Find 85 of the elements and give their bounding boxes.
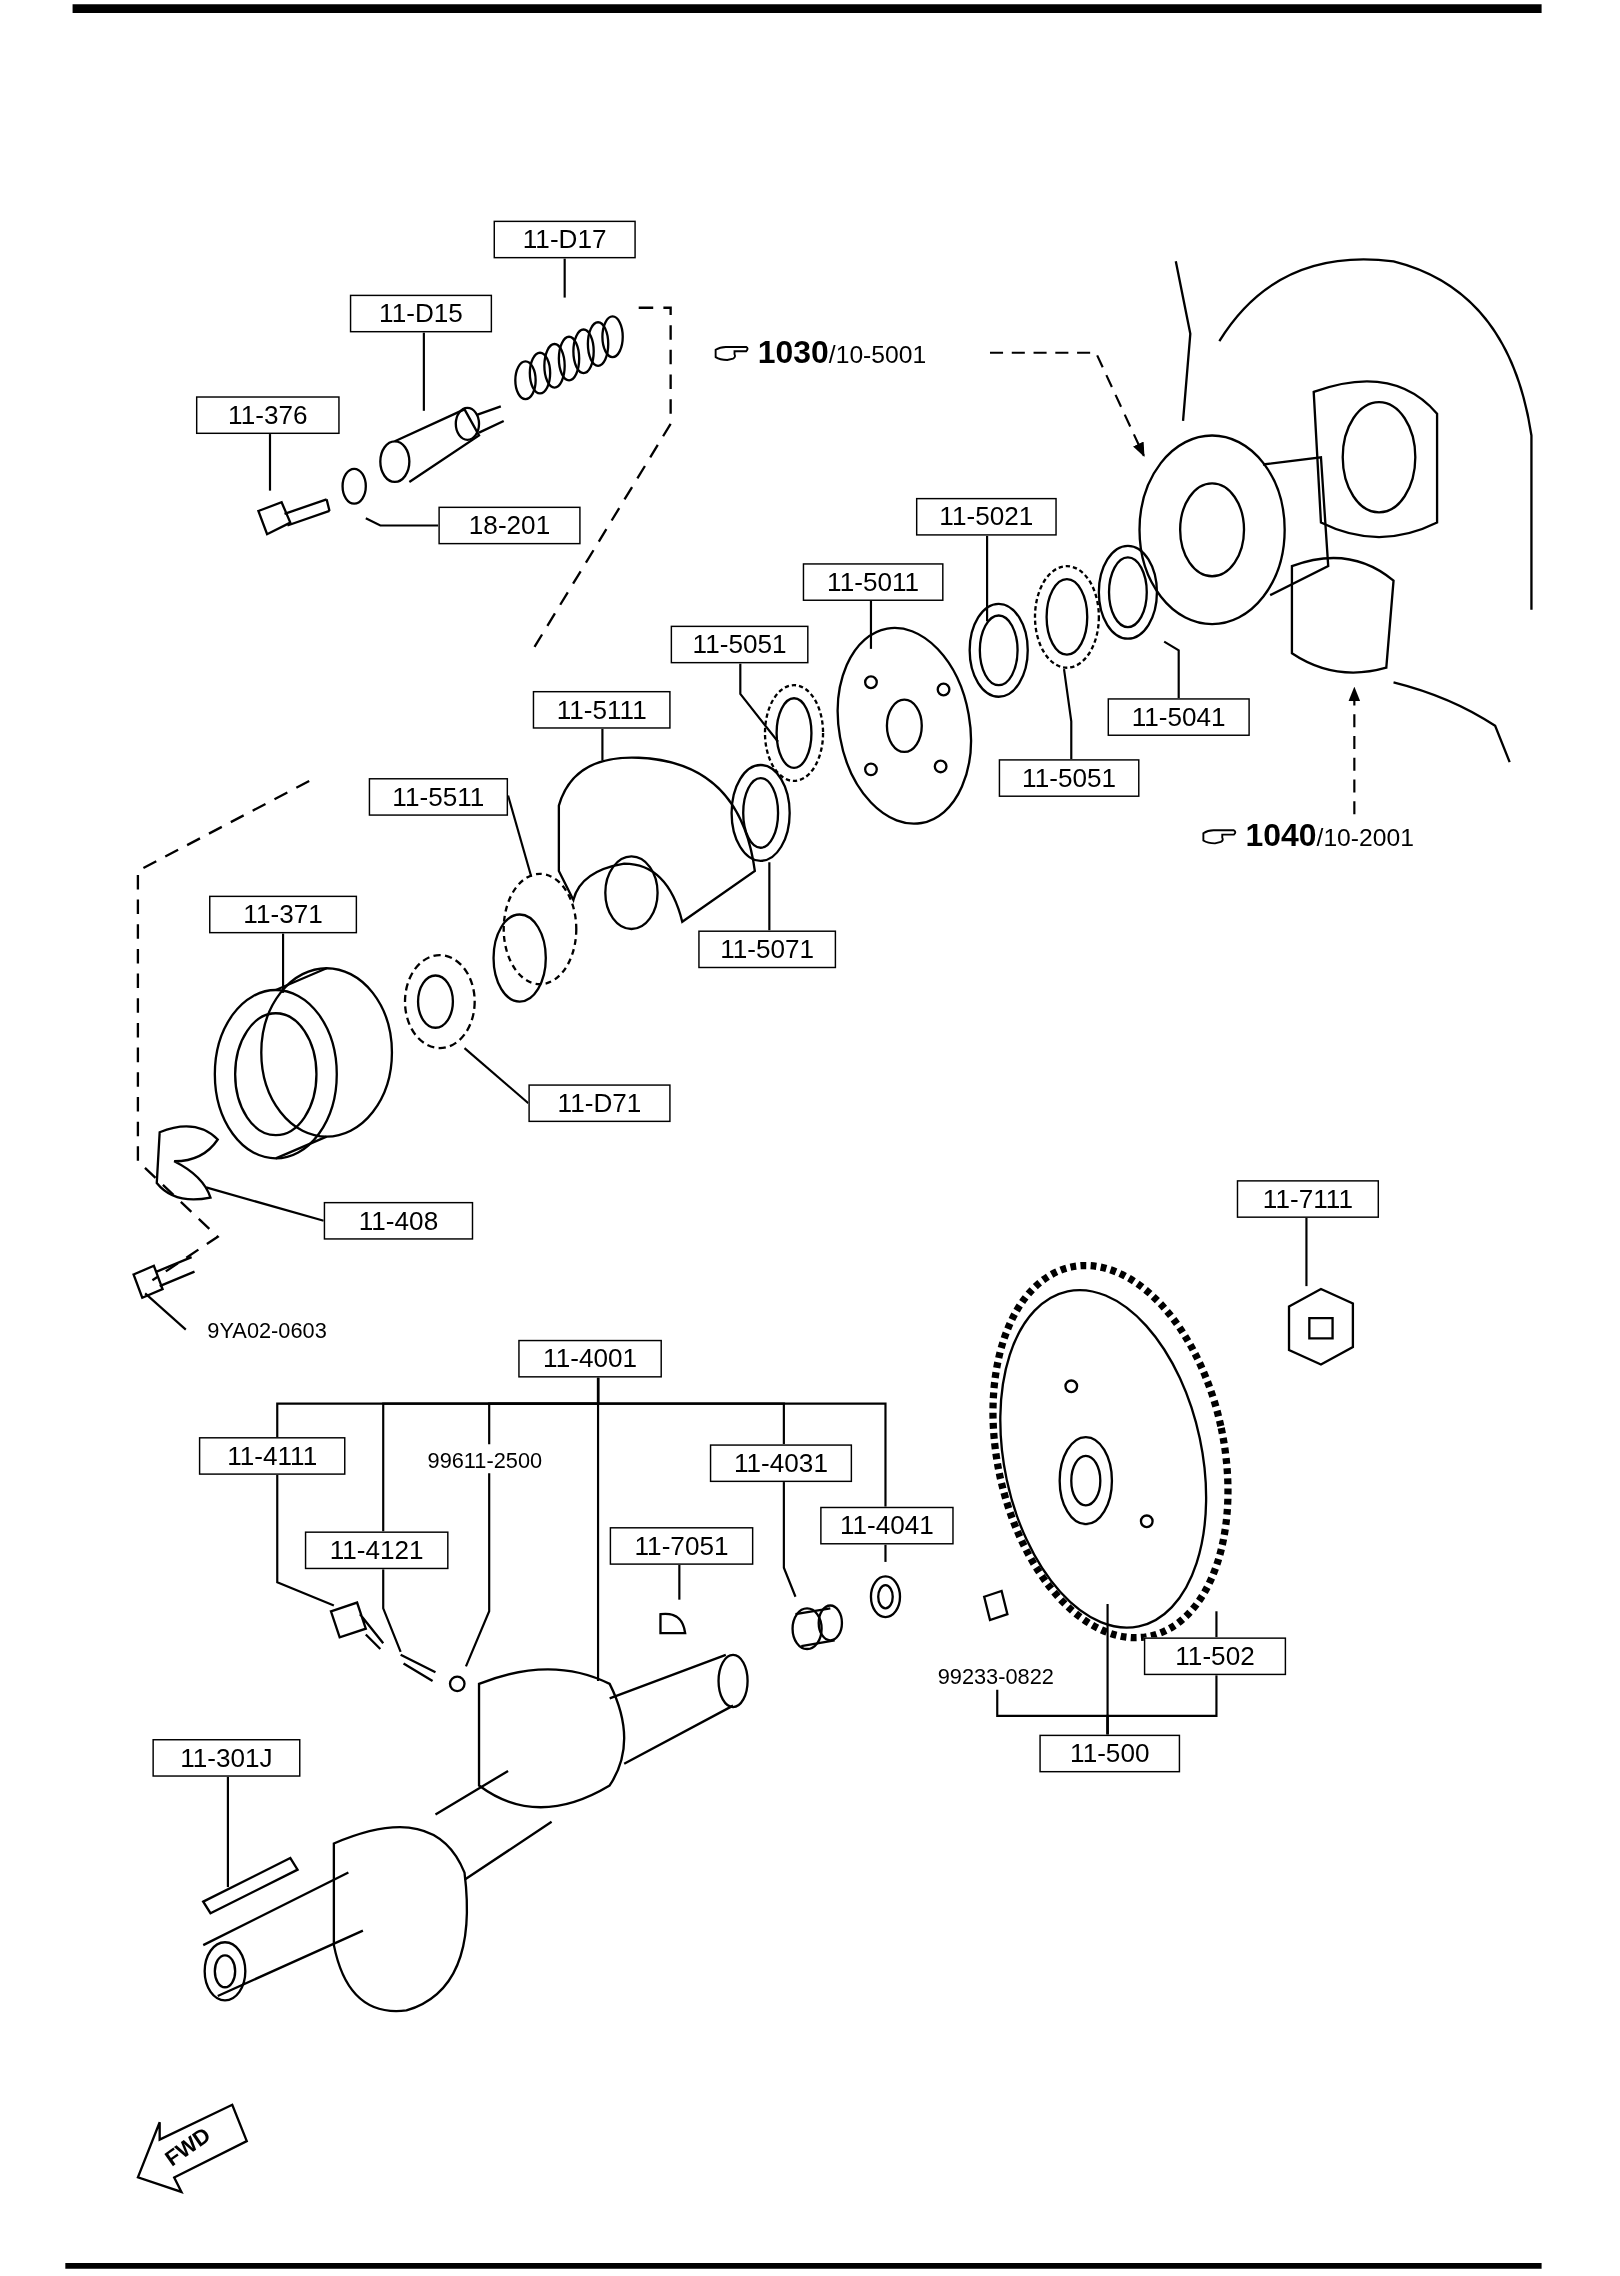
part-number: 11-D71 <box>557 1087 642 1119</box>
leader-line <box>1163 640 1180 699</box>
leader-line <box>226 1776 229 1888</box>
part-number-box <box>368 778 509 816</box>
direction-label: FWD <box>160 2121 215 2171</box>
part-number-box <box>195 396 340 435</box>
leader-line <box>1106 1604 1109 1735</box>
leader-line <box>422 332 425 411</box>
part-number: 99233-0822 <box>937 1662 1054 1688</box>
part-number-box <box>493 220 636 259</box>
leader-line <box>768 862 771 931</box>
leader-line <box>1305 1217 1308 1287</box>
part-number: 11-4121 <box>329 1535 424 1566</box>
leader-line <box>869 600 873 649</box>
part-number: 11-7051 <box>634 1530 729 1562</box>
leader-line <box>144 1292 187 1331</box>
reference-arrow <box>1348 686 1361 815</box>
part-number: 9YA02-0603 <box>207 1317 327 1342</box>
leader-line <box>986 535 989 622</box>
leader-line <box>463 1047 530 1105</box>
leader-line <box>382 1569 402 1653</box>
reference-arrow <box>990 351 1145 458</box>
part-number: 11-5511 <box>392 781 485 813</box>
leader-line <box>782 1482 797 1598</box>
part-number-box <box>349 294 493 333</box>
part-number-box <box>609 1527 754 1565</box>
part-number: 11-500 <box>1070 1738 1150 1769</box>
part-number-box <box>709 1444 853 1483</box>
part-number-box <box>915 497 1057 536</box>
leader-line <box>563 258 566 298</box>
part-number-box <box>670 625 809 664</box>
part-number: 11-371 <box>243 899 323 930</box>
part-number: 11-7111 <box>1262 1183 1353 1215</box>
leader-line <box>268 434 272 491</box>
part-number-box <box>209 895 358 934</box>
leader-line <box>205 1186 324 1222</box>
part-number: 11-5021 <box>939 501 1034 532</box>
part-number: 11-D17 <box>522 224 607 255</box>
part-number: 11-5051 <box>1022 762 1117 794</box>
part-number: 11-4001 <box>543 1343 638 1374</box>
part-number-box <box>820 1506 954 1545</box>
part-number: 11-5071 <box>720 934 815 965</box>
part-number: 11-408 <box>358 1205 439 1237</box>
reference-note: 1030/10-5001 <box>757 333 927 372</box>
reference-note: 1040/10-2001 <box>1245 817 1414 855</box>
part-number: 11-5051 <box>692 629 787 660</box>
part-number: 11-502 <box>1175 1641 1255 1672</box>
leader-line <box>596 1377 600 1681</box>
leader-line <box>365 517 439 527</box>
part-number: 11-4031 <box>733 1447 828 1479</box>
leader-line <box>884 1544 887 1562</box>
part-number-box <box>518 1339 662 1378</box>
part-number-box <box>304 1531 449 1570</box>
leader-line <box>276 1474 335 1607</box>
leader-line <box>464 1473 491 1667</box>
part-number-box <box>532 690 671 729</box>
part-number: 11-5011 <box>827 566 920 598</box>
part-number: 11-5111 <box>556 694 647 726</box>
part-number: 11-4111 <box>227 1440 318 1472</box>
part-number-box <box>802 563 944 601</box>
part-number-box <box>152 1739 301 1777</box>
part-number-box <box>1236 1180 1379 1218</box>
part-number-box <box>1107 698 1250 736</box>
part-number-box <box>1143 1637 1287 1676</box>
leader-line <box>739 663 779 743</box>
part-number: 11-D15 <box>379 298 463 329</box>
part-number: 11-4041 <box>839 1510 934 1541</box>
part-number-box <box>198 1437 346 1475</box>
part-number: 11-301J <box>180 1742 273 1774</box>
part-number: 11-376 <box>228 399 308 431</box>
part-number: 11-5041 <box>1131 701 1226 733</box>
part-number-box <box>323 1201 474 1240</box>
leader-line <box>601 728 604 761</box>
part-number-box <box>998 759 1140 797</box>
leader-line <box>1062 669 1073 760</box>
part-number-box <box>698 930 837 969</box>
part-number: 18-201 <box>468 510 551 541</box>
leader-line <box>281 933 285 993</box>
part-number: 99611-2500 <box>427 1446 543 1472</box>
part-number-box <box>528 1084 671 1123</box>
leader-line <box>507 795 533 878</box>
part-number-box <box>438 506 581 545</box>
leader-line <box>1215 1611 1218 1638</box>
part-number-box <box>1039 1734 1181 1773</box>
leader-line <box>678 1564 681 1600</box>
